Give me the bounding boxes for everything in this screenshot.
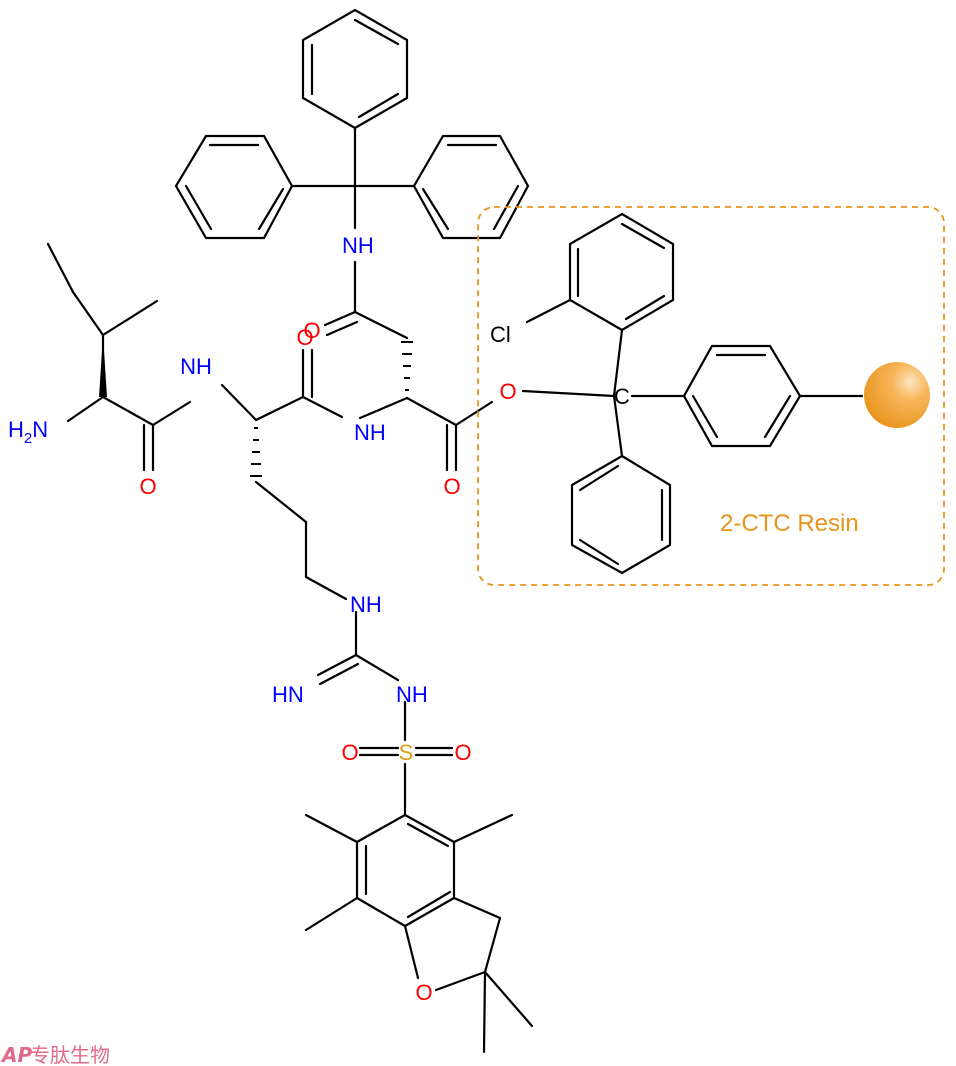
resin-label: 2-CTC Resin [720, 510, 859, 537]
atom-labels: H2N NH NH NH NH NH HN O O O O O S O O O … [8, 233, 630, 1005]
carbonyl-oxygen-label: O [303, 318, 320, 343]
furan-oxygen-label: O [415, 980, 432, 1005]
hash-bond [250, 427, 262, 477]
amide-nh-label: NH [180, 354, 212, 379]
stereo-bonds [99, 335, 413, 477]
sulfonyl-oxygen-label: O [454, 740, 471, 765]
imine-label: HN [272, 682, 304, 707]
watermark-text: 专肽生物 [30, 1043, 110, 1066]
guanidine-nh-label: NH [396, 682, 428, 707]
guanidine-nh-label: NH [350, 592, 382, 617]
central-carbon-label: C [614, 384, 630, 409]
resin-bead-icon [864, 362, 930, 428]
carbonyl-oxygen-label: O [139, 474, 156, 499]
carbonyl-oxygen-label: O [296, 325, 313, 350]
sulfonyl-oxygen-label: O [341, 740, 358, 765]
amide-nh-label: NH [354, 420, 386, 445]
watermark: AP 专肽生物 [0, 1043, 110, 1066]
chlorine-label: Cl [490, 322, 511, 347]
carbonyl-oxygen-label: O [443, 474, 460, 499]
resin-group: 2-CTC Resin [477, 206, 945, 586]
sulfur-label: S [399, 740, 414, 765]
watermark-logo: AP [0, 1043, 32, 1066]
wedge-bond [99, 335, 107, 397]
amide-nh-label: NH [342, 233, 374, 258]
hash-bond [401, 341, 413, 391]
resin-boundary-box [477, 206, 945, 586]
ester-oxygen-label: O [499, 379, 516, 404]
amine-label: H2N [8, 417, 48, 447]
bond-skeleton [46, 8, 864, 1054]
